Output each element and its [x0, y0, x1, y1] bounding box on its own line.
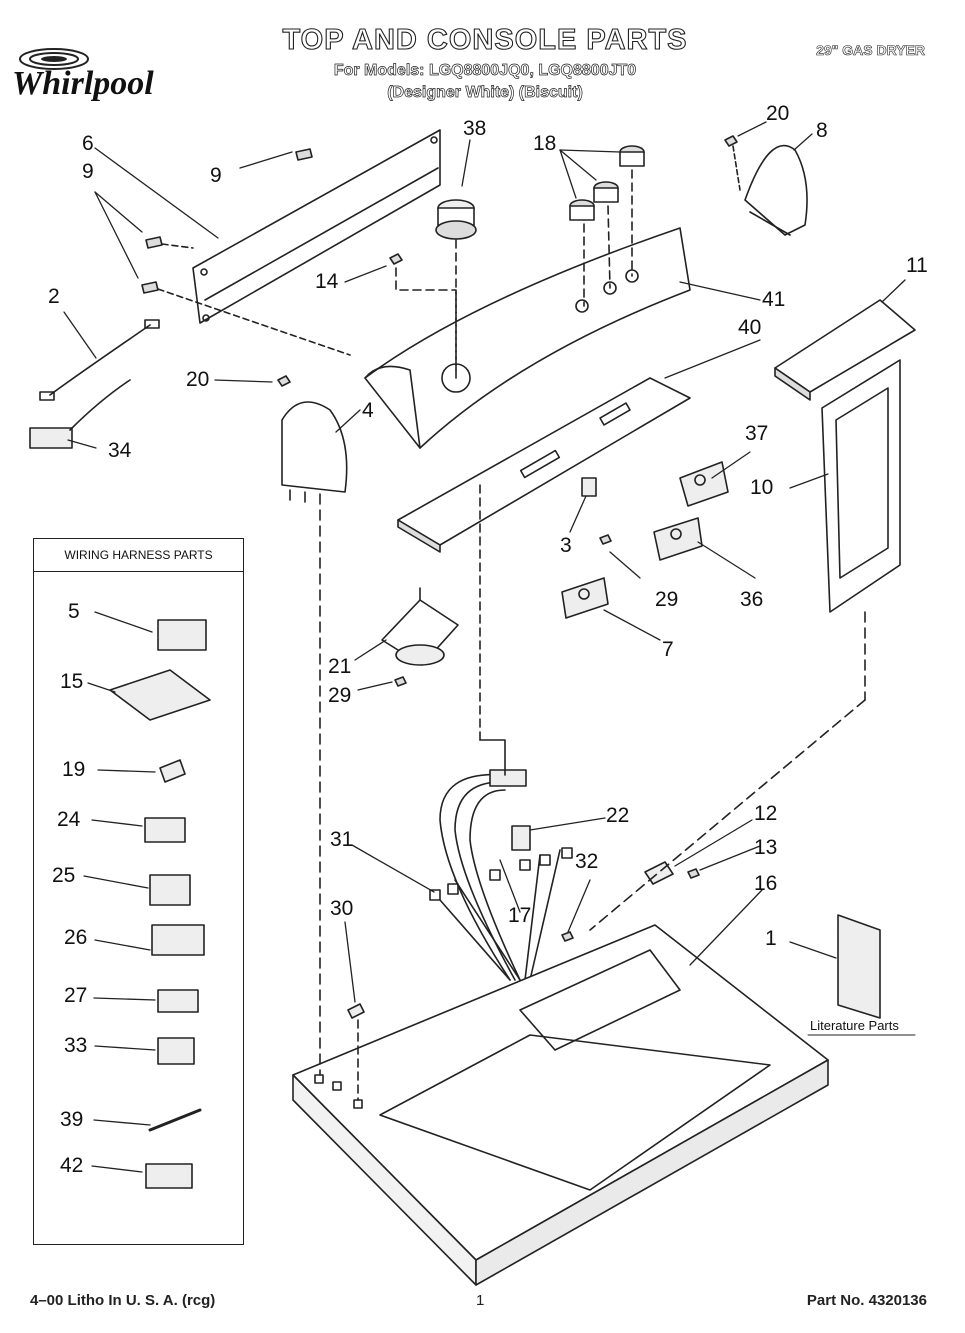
callout-4: 4	[362, 399, 374, 422]
callout-22: 22	[606, 804, 629, 827]
lint-housing-10	[821, 359, 901, 613]
harness-label-19: 19	[62, 758, 85, 781]
footer-page-number: 1	[476, 1292, 485, 1309]
whirlpool-logo: Whirlpool	[10, 42, 192, 112]
models-line: For Models: LGQ8800JQ0, LGQ8800JT0	[333, 62, 637, 80]
part-27-icon	[157, 989, 199, 1013]
part-24-icon	[144, 817, 186, 843]
callout-41: 41	[762, 288, 785, 311]
harness-label-42: 42	[60, 1154, 83, 1177]
callout-8: 8	[816, 119, 828, 142]
part-5-icon	[157, 619, 207, 651]
callout-9-a: 9	[82, 160, 94, 183]
colors-line: (Designer White) (Biscuit)	[387, 84, 583, 102]
callout-11: 11	[906, 254, 928, 277]
wire-harness-31	[429, 769, 573, 981]
callout-40: 40	[738, 316, 761, 339]
product-type: 29" GAS DRYER	[816, 42, 925, 59]
dryer-top-16	[292, 924, 829, 1286]
screw-14	[389, 253, 457, 371]
screw-36	[561, 931, 574, 942]
callout-37: 37	[745, 422, 768, 445]
part-3	[581, 477, 597, 497]
console-panel	[364, 227, 691, 449]
callout-3: 3	[560, 534, 572, 557]
footer-part-number: Part No. 4320136	[806, 1292, 927, 1309]
harness-label-27: 27	[64, 984, 87, 1007]
harness-label-5: 5	[68, 600, 80, 623]
wiring-harness-panel: WIRING HARNESS PARTS	[33, 538, 244, 1245]
harness-label-33: 33	[64, 1034, 87, 1057]
screw-9-b	[145, 236, 163, 249]
wiring-harness-title: WIRING HARNESS PARTS	[34, 539, 243, 572]
part-33-icon	[157, 1037, 195, 1065]
screw-9-a	[295, 148, 313, 161]
part-42-icon	[145, 1163, 193, 1189]
harness-label-15: 15	[60, 670, 83, 693]
timer-21	[381, 587, 459, 666]
screw-20-b	[277, 375, 291, 387]
switch-34	[653, 517, 703, 561]
callout-6: 6	[82, 132, 94, 155]
callout-10: 10	[750, 476, 773, 499]
screw-9-c	[141, 281, 159, 294]
part-26-icon	[151, 924, 205, 956]
callout-36: 32	[575, 850, 598, 873]
callout-12: 12	[754, 802, 777, 825]
literature-parts-label: Literature Parts	[810, 1018, 899, 1033]
footer-litho: 4–00 Litho In U. S. A. (rcg)	[30, 1292, 216, 1309]
callout-34: 36	[740, 588, 763, 611]
screw-29-a	[599, 534, 612, 545]
screw-13	[687, 868, 700, 879]
callout-9-b: 9	[210, 164, 222, 187]
connector-32	[29, 379, 131, 449]
switch-7	[561, 577, 609, 619]
callout-1: 1	[765, 927, 777, 950]
callout-30: 30	[330, 897, 353, 920]
callout-29-a: 29	[655, 588, 678, 611]
harness-label-25: 25	[52, 864, 75, 887]
callout-13: 13	[754, 836, 777, 859]
control-bracket-40	[397, 377, 691, 553]
harness-label-26: 26	[64, 926, 87, 949]
part-15-icon	[109, 669, 211, 721]
callout-32: 34	[108, 439, 132, 462]
clip-30	[347, 1003, 365, 1019]
callout-14: 14	[315, 270, 339, 293]
knob-38	[435, 199, 477, 240]
callout-16: 16	[754, 872, 777, 895]
part-39-icon	[148, 1108, 202, 1132]
wire-2	[39, 319, 160, 401]
callout-labels: 6 9 9 2 34 20 14 4 38 18 20 8 41 40 11 3…	[48, 102, 928, 1177]
callout-21: 21	[328, 655, 351, 678]
callout-29-b: 29	[328, 684, 351, 707]
harness-label-39: 39	[60, 1108, 83, 1131]
page-title: TOP AND CONSOLE PARTS	[282, 23, 688, 56]
model-list: For Models: LGQ8800JQ0, LGQ8800JT0 (Desi…	[250, 60, 720, 104]
callout-7: 7	[662, 638, 674, 661]
callout-20-b: 20	[186, 368, 209, 391]
part-25-icon	[149, 874, 191, 906]
knobs-18	[569, 145, 645, 221]
switch-37	[679, 461, 729, 507]
callout-38: 38	[463, 117, 486, 140]
endcap-left-4	[281, 401, 348, 505]
brand-text: Whirlpool	[12, 65, 154, 102]
leader-lines	[63, 121, 906, 1173]
harness-label-24: 24	[57, 808, 81, 831]
callout-2: 2	[48, 285, 60, 308]
endcap-right-8	[744, 144, 808, 236]
rear-bracket-part	[192, 129, 441, 324]
callout-18: 18	[533, 132, 556, 155]
lint-screen-11	[774, 299, 916, 401]
callout-17: 17	[508, 904, 531, 927]
screw-29-b	[394, 676, 407, 687]
callout-31: 31	[330, 828, 353, 851]
part-19-icon	[159, 759, 186, 783]
literature-booklet	[837, 914, 881, 1019]
screw-20-a	[724, 135, 741, 191]
callout-20-a: 20	[766, 102, 789, 125]
